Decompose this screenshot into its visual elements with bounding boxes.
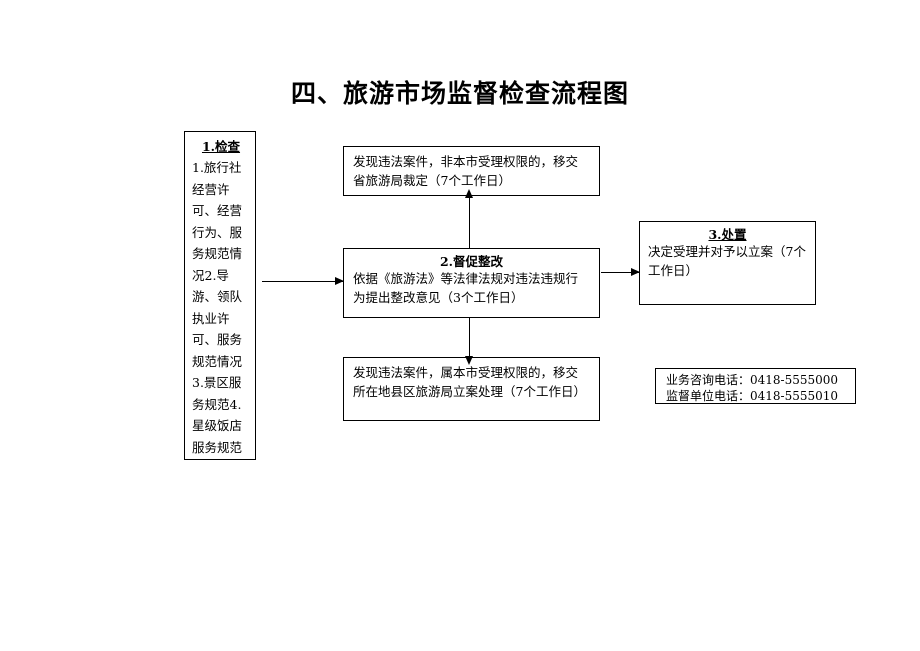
contact-supervision-phone: 监督单位电话：0418-5555010 <box>666 388 839 403</box>
node-contact-info: 业务咨询电话：0418-5555000 监督单位电话：0418-5555010 <box>655 368 856 404</box>
node-disposal: 3.处置 决定受理并对予以立案（7个工作日） <box>639 221 816 305</box>
node-disposal-body: 决定受理并对予以立案（7个工作日） <box>648 244 806 278</box>
contact-business-phone: 业务咨询电话：0418-5555000 <box>666 373 839 387</box>
node-rectification-heading: 2.督促整改 <box>439 254 504 269</box>
node-rectification-body: 依据《旅游法》等法律法规对违法违规行为提出整改意见（3个工作日） <box>353 271 579 305</box>
node-transfer-province-body: 发现违法案件，非本市受理权限的，移交省旅游局裁定（7个工作日） <box>353 154 579 188</box>
arrowhead-up-icon <box>465 189 473 198</box>
node-rectification: 2.督促整改 依据《旅游法》等法律法规对违法违规行为提出整改意见（3个工作日） <box>343 248 600 318</box>
arrow-rectification-to-transfer-province <box>465 189 473 248</box>
node-inspection-heading: 1.检查 <box>201 139 241 154</box>
node-transfer-county: 发现违法案件，属本市受理权限的，移交所在地县区旅游局立案处理（7个工作日） <box>343 357 600 421</box>
node-inspection: 1.检查 1.旅行社经营许可、经营行为、服务规范情况2.导游、领队执业许可、服务… <box>184 131 256 460</box>
node-inspection-body: 1.旅行社经营许可、经营行为、服务规范情况2.导游、领队执业许可、服务规范情况3… <box>192 160 243 455</box>
arrowhead-right-icon <box>335 277 344 285</box>
node-transfer-county-body: 发现违法案件，属本市受理权限的，移交所在地县区旅游局立案处理（7个工作日） <box>353 365 586 399</box>
arrow-rectification-to-disposal <box>601 268 640 276</box>
node-disposal-heading: 3.处置 <box>708 227 747 242</box>
arrow-inspection-to-rectification <box>262 277 344 285</box>
node-transfer-province: 发现违法案件，非本市受理权限的，移交省旅游局裁定（7个工作日） <box>343 146 600 196</box>
arrowhead-right-icon <box>631 268 640 276</box>
arrowhead-down-icon <box>465 356 473 365</box>
arrow-rectification-to-transfer-county <box>465 318 473 365</box>
page-title: 四、旅游市场监督检查流程图 <box>290 79 629 108</box>
